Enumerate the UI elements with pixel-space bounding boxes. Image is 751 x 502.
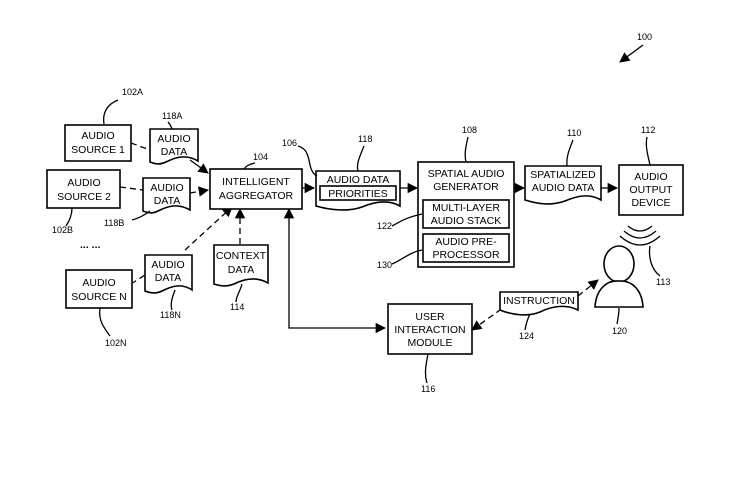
svg-text:USER: USER <box>415 311 445 323</box>
svg-text:DATA: DATA <box>154 195 180 207</box>
svg-text:118: 118 <box>358 134 372 144</box>
svg-text:INTELLIGENT: INTELLIGENT <box>222 176 290 188</box>
svg-text:DATA: DATA <box>228 264 254 276</box>
spatialized-audio-data: SPATIALIZED AUDIO DATA 110 <box>524 128 602 205</box>
multi-layer-audio-stack: MULTI-LAYER AUDIO STACK 122 <box>377 199 510 231</box>
sound-wave-icon <box>619 225 661 246</box>
svg-text:SOURCE N: SOURCE N <box>71 291 126 303</box>
svg-text:DATA: DATA <box>161 146 187 158</box>
svg-text:120: 120 <box>612 326 627 336</box>
svg-text:DATA: DATA <box>155 272 181 284</box>
svg-text:110: 110 <box>567 128 581 138</box>
svg-text:AUDIO: AUDIO <box>81 130 114 142</box>
intelligent-aggregator: INTELLIGENT AGGREGATOR 104 <box>209 152 303 210</box>
svg-text:MODULE: MODULE <box>408 337 453 349</box>
svg-text:CONTEXT: CONTEXT <box>216 250 267 262</box>
user-icon: 120 <box>594 245 644 336</box>
svg-text:122: 122 <box>377 221 392 231</box>
svg-text:104: 104 <box>253 152 268 162</box>
audio-data-n: AUDIO DATA 118N <box>144 254 193 320</box>
svg-text:AUDIO: AUDIO <box>634 171 667 183</box>
svg-text:AGGREGATOR: AGGREGATOR <box>219 190 294 202</box>
svg-text:106: 106 <box>282 138 297 148</box>
svg-text:AUDIO: AUDIO <box>150 182 183 194</box>
svg-text:118A: 118A <box>162 111 182 121</box>
context-data: CONTEXT DATA 114 <box>213 244 269 312</box>
svg-text:AUDIO: AUDIO <box>67 177 100 189</box>
svg-text:108: 108 <box>462 125 477 135</box>
svg-text:GENERATOR: GENERATOR <box>433 181 499 193</box>
svg-text:OUTPUT: OUTPUT <box>629 184 673 196</box>
svg-text:100: 100 <box>637 32 652 42</box>
figure-ref: 100 <box>619 32 652 63</box>
svg-text:118N: 118N <box>160 310 181 320</box>
svg-text:116: 116 <box>421 384 435 394</box>
svg-text:MULTI-LAYER: MULTI-LAYER <box>432 202 500 214</box>
svg-text:130: 130 <box>377 260 392 270</box>
svg-text:PROCESSOR: PROCESSOR <box>432 249 500 261</box>
svg-text:112: 112 <box>641 125 655 135</box>
audio-pre-processor: AUDIO PRE- PROCESSOR 130 <box>377 233 510 270</box>
svg-text:102A: 102A <box>122 87 143 97</box>
svg-text:113: 113 <box>656 277 670 287</box>
svg-text:INSTRUCTION: INSTRUCTION <box>503 295 575 307</box>
svg-text:102B: 102B <box>52 225 73 235</box>
svg-text:AUDIO DATA: AUDIO DATA <box>327 174 390 186</box>
audio-source-2: AUDIO SOURCE 2 102B <box>46 169 121 235</box>
audio-source-1: AUDIO SOURCE 1 102A <box>64 87 143 162</box>
svg-text:INTERACTION: INTERACTION <box>394 324 465 336</box>
svg-text:118B: 118B <box>104 218 124 228</box>
svg-text:SPATIAL AUDIO: SPATIAL AUDIO <box>428 168 505 180</box>
svg-text:AUDIO: AUDIO <box>157 133 190 145</box>
svg-text:AUDIO DATA: AUDIO DATA <box>532 182 595 194</box>
svg-text:114: 114 <box>230 302 244 312</box>
user-interaction-module: USER INTERACTION MODULE 116 <box>387 303 473 394</box>
audio-data-2: AUDIO DATA 118B <box>104 177 191 228</box>
instruction-data: INSTRUCTION 124 <box>499 291 579 341</box>
svg-text:AUDIO: AUDIO <box>151 259 184 271</box>
svg-text:PRIORITIES: PRIORITIES <box>328 188 388 200</box>
audio-source-n: AUDIO SOURCE N 102N <box>65 269 133 348</box>
svg-text:DEVICE: DEVICE <box>631 197 670 209</box>
svg-text:102N: 102N <box>105 338 127 348</box>
audio-output-device: AUDIO OUTPUT DEVICE 112 113 <box>618 125 684 287</box>
connectors <box>119 142 619 334</box>
audio-data-1: AUDIO DATA 118A <box>149 111 199 165</box>
svg-text:SOURCE 2: SOURCE 2 <box>57 191 111 203</box>
svg-text:124: 124 <box>519 331 534 341</box>
spatial-audio-generator: SPATIAL AUDIO GENERATOR 108 MULTI-LAYER … <box>377 125 515 270</box>
svg-text:AUDIO STACK: AUDIO STACK <box>431 215 501 227</box>
svg-text:AUDIO: AUDIO <box>82 277 115 289</box>
svg-text:SOURCE 1: SOURCE 1 <box>71 144 125 156</box>
audio-data-priorities: AUDIO DATA PRIORITIES 118 106 <box>282 134 401 211</box>
svg-text:SPATIALIZED: SPATIALIZED <box>530 169 596 181</box>
ellipsis: ... ... <box>80 239 101 251</box>
svg-text:AUDIO PRE-: AUDIO PRE- <box>435 236 497 248</box>
